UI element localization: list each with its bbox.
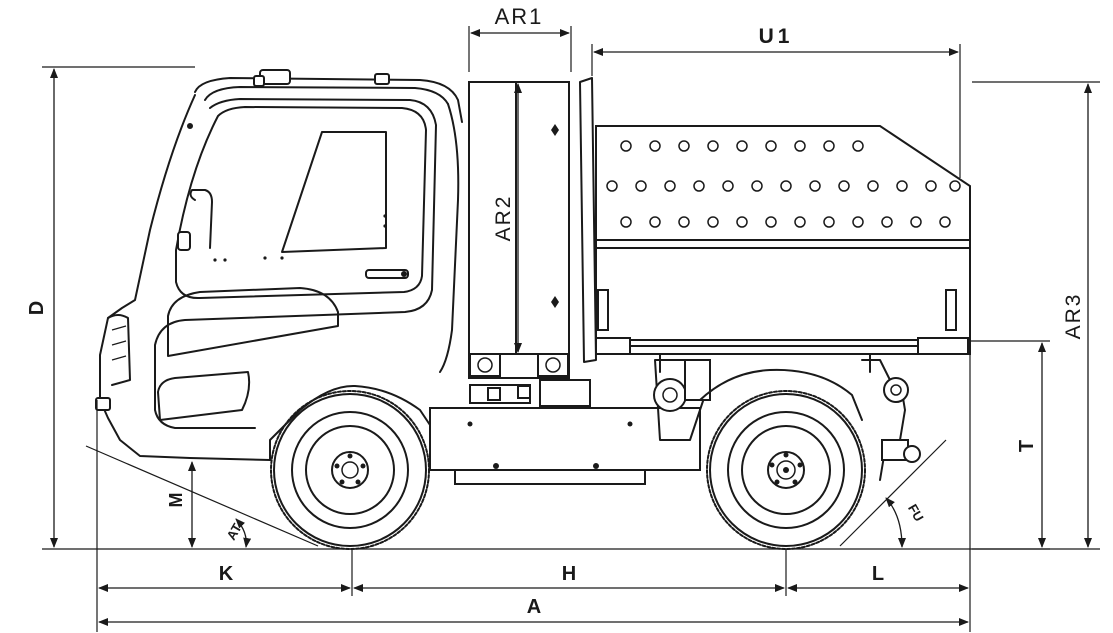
label-at: AT xyxy=(224,521,245,543)
label-ar3: AR3 xyxy=(1062,293,1085,340)
chassis xyxy=(269,353,921,485)
label-fu: FU xyxy=(905,501,927,524)
label-h: H xyxy=(562,563,576,585)
label-k: K xyxy=(219,563,234,585)
front-wheel xyxy=(270,390,430,550)
cab xyxy=(95,94,460,461)
storage-box xyxy=(468,81,570,379)
cab-roof xyxy=(194,69,463,123)
dimension-labels: AR1 U1 AR2 AR3 D T M AT FU K H L A xyxy=(26,4,1085,618)
label-u1: U1 xyxy=(759,25,794,48)
vehicle xyxy=(95,69,975,550)
dimension-lines xyxy=(42,26,1100,632)
rear-wheel xyxy=(706,390,866,550)
label-t: T xyxy=(1016,440,1038,452)
label-ar2: AR2 xyxy=(492,195,515,242)
label-m: M xyxy=(166,493,186,508)
cargo-bed xyxy=(579,77,971,363)
label-l: L xyxy=(872,563,884,585)
label-a: A xyxy=(527,596,541,618)
label-d: D xyxy=(26,301,48,315)
label-ar1: AR1 xyxy=(495,4,544,29)
bed-holes xyxy=(606,140,961,228)
